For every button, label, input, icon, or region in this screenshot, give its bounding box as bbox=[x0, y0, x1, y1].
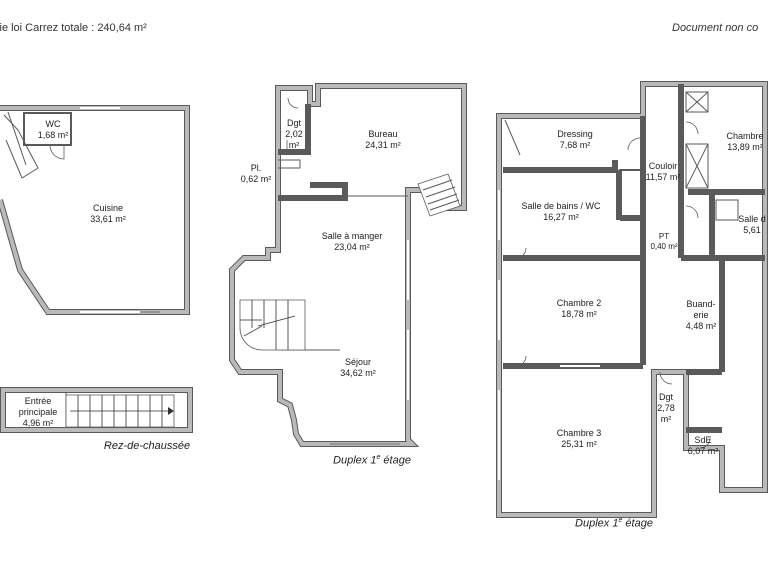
room-dgt-b-name: Dgt bbox=[658, 392, 673, 402]
room-dgt-b-area1: 2,78 bbox=[657, 403, 675, 413]
room-chambre-top-area: 13,89 m² bbox=[727, 142, 763, 152]
room-cuisine-name: Cuisine bbox=[92, 203, 123, 213]
room-wc-name: WC bbox=[45, 119, 61, 129]
room-dgt-b-area2: m² bbox=[660, 414, 672, 424]
room-pt-name: PT bbox=[658, 232, 670, 241]
room-sejour-area: 34,62 m² bbox=[340, 368, 376, 378]
room-chambre2-area: 18,78 m² bbox=[561, 309, 597, 319]
room-dressing-name: Dressing bbox=[557, 129, 593, 139]
plan-rdc bbox=[0, 105, 193, 433]
room-dressing: Dressing 7,68 m² bbox=[557, 129, 593, 151]
plan-duplex-a bbox=[229, 83, 467, 447]
room-sde-area: 6,07 m² bbox=[687, 446, 719, 456]
room-wc: WC 1,68 m² bbox=[38, 119, 69, 141]
room-pl-name: Pl. bbox=[250, 163, 262, 173]
room-dgt-b: Dgt 2,78 m² bbox=[657, 392, 675, 425]
plan-duplex-b bbox=[496, 81, 768, 518]
room-buanderie-area: 4,48 m² bbox=[685, 321, 717, 331]
room-sde: SdE 6,07 m² bbox=[688, 435, 719, 457]
room-chambre-top: Chambre 13,89 m² bbox=[726, 131, 763, 153]
room-couloir: Couloir 11,57 m² bbox=[646, 161, 681, 183]
room-entree-name2: principale bbox=[18, 407, 58, 417]
upper-stairs bbox=[417, 173, 461, 217]
room-dressing-area: 7,68 m² bbox=[559, 140, 591, 150]
room-sejour: Séjour 34,62 m² bbox=[340, 357, 376, 379]
room-salle-d-name: Salle d bbox=[738, 214, 766, 224]
room-bureau: Bureau 24,31 m² bbox=[365, 129, 401, 151]
room-chambre-top-name: Chambre bbox=[726, 131, 764, 141]
room-pt-area: 0,40 m² bbox=[650, 242, 678, 251]
room-buanderie-name2: erie bbox=[693, 310, 709, 320]
room-couloir-name: Couloir bbox=[648, 161, 678, 171]
room-salle-d: Salle d 5,61 bbox=[738, 214, 766, 236]
spiral-stairs bbox=[239, 299, 306, 351]
room-bureau-area: 24,31 m² bbox=[365, 140, 401, 150]
room-sdb-wc: Salle de bains / WC 16,27 m² bbox=[521, 201, 600, 223]
room-dgt-a-name: Dgt bbox=[286, 118, 301, 128]
room-pt: PT 0,40 m² bbox=[650, 232, 677, 252]
room-dgt-a-area2: m² bbox=[288, 140, 300, 150]
total-area-header: cie loi Carrez totale : 240,64 m² bbox=[0, 22, 147, 34]
room-buanderie-name1: Buand- bbox=[686, 299, 716, 309]
room-salle-manger: Salle à manger 23,04 m² bbox=[322, 231, 383, 253]
caption-duplex-a: Duplex 1e étage bbox=[333, 454, 411, 467]
caption-duplex-b-sup: e bbox=[618, 517, 623, 524]
room-chambre2: Chambre 2 18,78 m² bbox=[557, 298, 602, 320]
caption-duplex-b-main: Duplex 1 bbox=[575, 517, 619, 530]
room-sde-name: SdE bbox=[694, 435, 712, 445]
room-sdb-wc-name: Salle de bains / WC bbox=[521, 201, 601, 211]
caption-duplex-b-end: étage bbox=[622, 517, 653, 530]
room-chambre3-name: Chambre 3 bbox=[556, 428, 602, 438]
room-entree-name1: Entrée bbox=[24, 396, 52, 406]
entry-stairs bbox=[65, 394, 175, 428]
room-chambre2-name: Chambre 2 bbox=[556, 298, 602, 308]
caption-duplex-a-main: Duplex 1 bbox=[333, 454, 377, 467]
room-couloir-area: 11,57 m² bbox=[645, 172, 681, 182]
room-sdb-wc-area: 16,27 m² bbox=[543, 212, 579, 222]
room-chambre3: Chambre 3 25,31 m² bbox=[557, 428, 602, 450]
room-entree-area: 4,96 m² bbox=[22, 418, 54, 428]
room-salle-manger-area: 23,04 m² bbox=[334, 242, 370, 252]
room-chambre3-area: 25,31 m² bbox=[561, 439, 597, 449]
room-cuisine: Cuisine 33,61 m² bbox=[90, 203, 126, 225]
room-cuisine-area: 33,61 m² bbox=[90, 214, 126, 224]
room-pl-area: 0,62 m² bbox=[240, 174, 272, 184]
room-entree: Entrée principale 4,96 m² bbox=[19, 396, 58, 429]
disclaimer-header: Document non co bbox=[672, 22, 759, 34]
room-buanderie: Buand- erie 4,48 m² bbox=[686, 299, 717, 332]
room-sejour-name: Séjour bbox=[344, 357, 371, 367]
caption-duplex-a-sup: e bbox=[376, 454, 381, 461]
room-salle-d-area: 5,61 bbox=[743, 225, 761, 235]
room-salle-manger-name: Salle à manger bbox=[321, 231, 383, 241]
room-bureau-name: Bureau bbox=[368, 129, 398, 139]
room-dgt-a: Dgt 2,02 m² bbox=[285, 118, 303, 151]
room-pl: Pl. 0,62 m² bbox=[241, 163, 272, 185]
caption-duplex-a-end: étage bbox=[380, 454, 411, 467]
room-dgt-a-area1: 2,02 bbox=[285, 129, 303, 139]
room-wc-area: 1,68 m² bbox=[37, 130, 69, 140]
caption-rdc: Rez-de-chaussée bbox=[103, 440, 191, 452]
caption-duplex-b: Duplex 1e étage bbox=[575, 517, 653, 530]
